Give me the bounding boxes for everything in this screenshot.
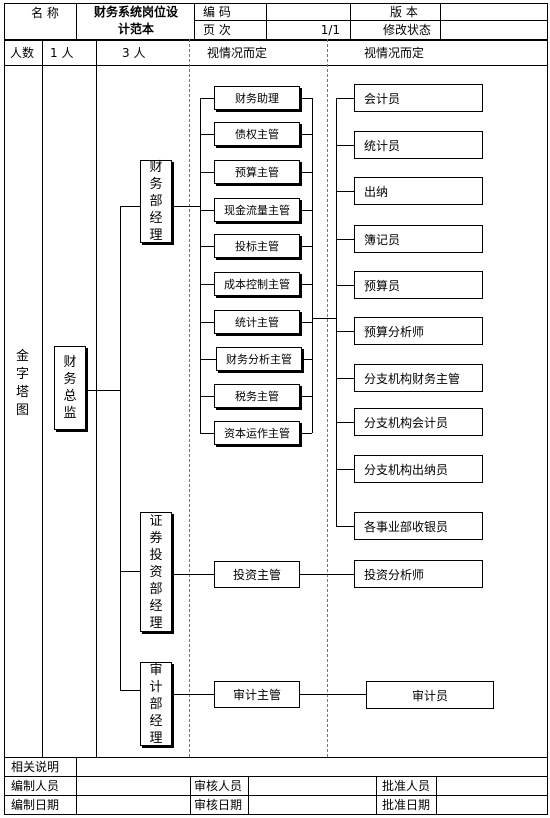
org-node-label: 会计员 xyxy=(364,91,401,106)
org-node-investment-supervisor: 投资主管 xyxy=(214,561,300,588)
outer-border xyxy=(4,3,548,815)
org-node-staff: 统计员 xyxy=(354,131,483,159)
org-node-securities-manager: 证券投资部经理 xyxy=(140,512,172,632)
org-node-supervisor: 统计主管 xyxy=(214,310,300,334)
notes-label: 相关说明 xyxy=(11,760,60,774)
org-node-supervisor: 财务助理 xyxy=(214,86,300,110)
page-value: 1/1 xyxy=(320,23,340,37)
org-node-staff: 预算分析师 xyxy=(354,317,483,345)
org-node-staff: 簿记员 xyxy=(354,225,483,253)
prepared-date-label: 编制日期 xyxy=(11,798,60,812)
org-node-supervisor: 财务分析主管 xyxy=(216,347,302,371)
headcount-director: 1 人 xyxy=(50,46,74,60)
page-label: 页 次 xyxy=(203,23,231,37)
org-node-label: 预算主管 xyxy=(235,166,279,179)
org-node-supervisor: 债权主管 xyxy=(214,122,300,146)
headcount-label: 人数 xyxy=(10,46,35,60)
name-label: 名 称 xyxy=(31,6,59,20)
headcount-supervisors: 视情况而定 xyxy=(207,46,268,60)
org-node-supervisor: 现金流量主管 xyxy=(214,198,300,222)
headcount-managers: 3 人 xyxy=(122,46,146,60)
approve-date-label: 批准日期 xyxy=(382,798,431,812)
org-node-supervisor: 成本控制主管 xyxy=(214,272,300,296)
org-node-label: 簿记员 xyxy=(364,232,401,247)
org-node-finance-director: 财务总监 xyxy=(54,346,86,430)
org-node-label: 审计主管 xyxy=(232,688,281,702)
org-node-label: 投标主管 xyxy=(235,240,279,253)
org-node-label: 财务助理 xyxy=(235,92,279,105)
org-node-label: 税务主管 xyxy=(235,390,279,403)
org-node-staff: 预算员 xyxy=(354,271,483,299)
prepared-by-label: 编制人员 xyxy=(11,779,60,793)
org-node-label: 财务分析主管 xyxy=(226,353,292,366)
org-node-auditor: 审计员 xyxy=(366,681,494,709)
org-node-investment-analyst: 投资分析师 xyxy=(354,560,483,588)
org-node-label: 分支机构财务主管 xyxy=(364,371,461,386)
org-node-label: 统计主管 xyxy=(235,316,279,329)
revision-label: 修改状态 xyxy=(383,23,432,37)
org-node-label: 现金流量主管 xyxy=(224,204,290,217)
org-node-label: 投资主管 xyxy=(232,568,281,582)
org-node-staff: 会计员 xyxy=(354,84,483,112)
org-node-supervisor: 投标主管 xyxy=(214,234,300,258)
headcount-staff: 视情况而定 xyxy=(364,46,425,60)
org-node-label: 审计部经理 xyxy=(149,662,163,746)
org-node-label: 分支机构出纳员 xyxy=(364,462,449,477)
version-label: 版 本 xyxy=(390,5,418,19)
review-date-label: 审核日期 xyxy=(194,798,243,812)
org-node-label: 财务总监 xyxy=(63,355,77,421)
org-node-supervisor: 资本运作主管 xyxy=(214,421,300,445)
org-node-label: 财务部经理 xyxy=(149,160,163,243)
reviewer-label: 审核人员 xyxy=(194,779,243,793)
org-node-audit-manager: 审计部经理 xyxy=(140,662,172,746)
org-node-label: 各事业部收银员 xyxy=(364,519,449,534)
org-node-label: 统计员 xyxy=(364,138,401,153)
org-node-label: 预算分析师 xyxy=(364,324,425,339)
org-node-staff: 分支机构财务主管 xyxy=(354,364,483,392)
org-node-staff: 出纳 xyxy=(354,177,483,205)
org-node-supervisor: 预算主管 xyxy=(214,160,300,184)
org-node-label: 成本控制主管 xyxy=(224,278,290,291)
doc-title-line1: 财务系统岗位设 xyxy=(93,5,178,19)
pyramid-chart-label: 金字塔图 xyxy=(16,349,30,418)
org-node-label: 证券投资部经理 xyxy=(149,513,163,631)
org-node-label: 投资分析师 xyxy=(364,567,425,582)
org-node-staff: 分支机构会计员 xyxy=(354,408,483,436)
doc-title-line2: 计范本 xyxy=(117,22,154,36)
org-node-label: 审计员 xyxy=(411,688,448,703)
org-node-audit-supervisor: 审计主管 xyxy=(214,681,300,708)
org-node-label: 资本运作主管 xyxy=(224,427,290,440)
org-node-label: 分支机构会计员 xyxy=(364,415,449,430)
org-node-staff: 分支机构出纳员 xyxy=(354,455,483,483)
code-label: 编 码 xyxy=(203,5,231,19)
org-node-label: 预算员 xyxy=(364,278,401,293)
org-node-finance-manager: 财务部经理 xyxy=(140,160,172,243)
org-node-staff: 各事业部收银员 xyxy=(354,512,483,540)
approver-label: 批准人员 xyxy=(382,779,431,793)
org-node-label: 债权主管 xyxy=(235,128,279,141)
org-node-supervisor: 税务主管 xyxy=(214,384,300,408)
org-node-label: 出纳 xyxy=(364,184,389,199)
